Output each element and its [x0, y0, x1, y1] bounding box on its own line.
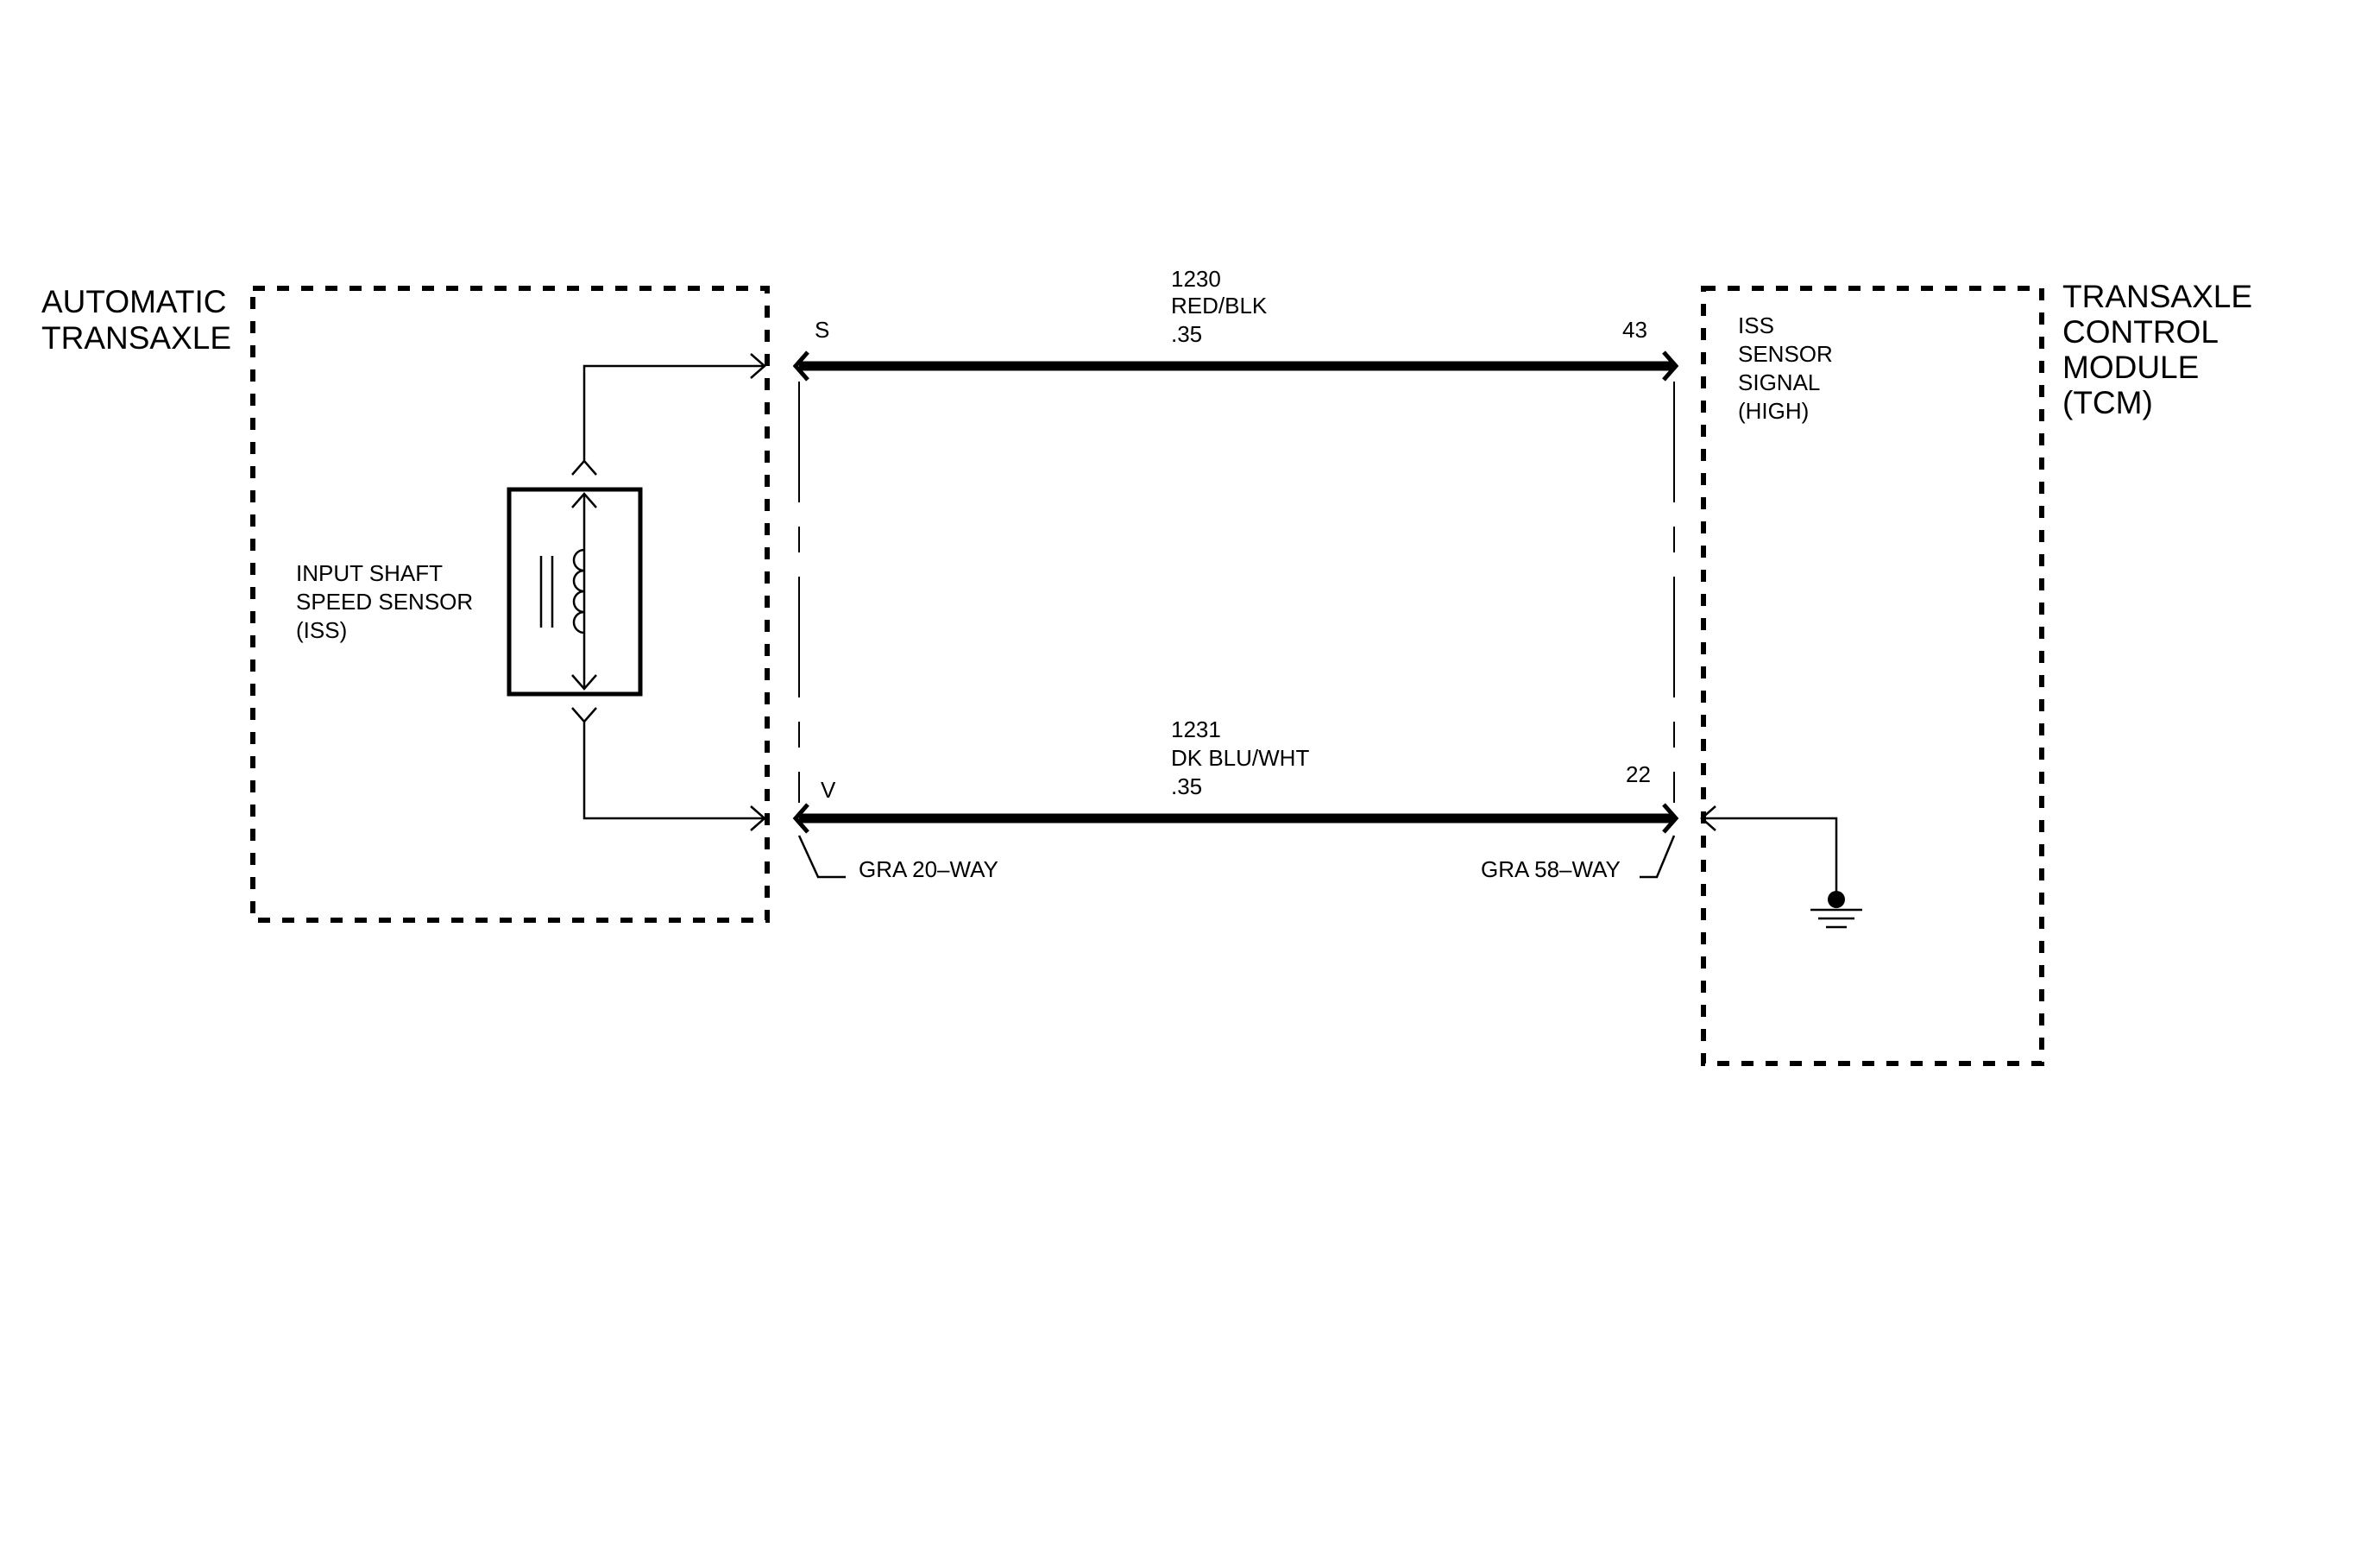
- wire-1230-circuit: 1230: [1171, 266, 1221, 292]
- right-connector-leader: [1640, 835, 1676, 879]
- automatic-transaxle-label-line-1: AUTOMATIC: [41, 284, 226, 319]
- wire-1230-color: RED/BLK: [1171, 293, 1268, 319]
- wire-1230: S 1230 RED/BLK .35 43: [799, 266, 1673, 371]
- tcm-module: TRANSAXLE CONTROL MODULE (TCM) ISS SENSO…: [1700, 279, 2252, 1066]
- coil-icon: [571, 492, 597, 691]
- wire-1231-color: DK BLU/WHT: [1171, 745, 1309, 771]
- sensor-body: [507, 487, 643, 697]
- right-connector-pin-43-icon: [1662, 350, 1679, 382]
- tcm-pin-function-line-1: ISS: [1738, 312, 1774, 338]
- right-connector-pin-22-icon: [1662, 803, 1679, 834]
- sensor-top-terminal-icon: [571, 459, 597, 476]
- wire-1230-right-pin: 43: [1622, 317, 1647, 343]
- right-connector: GRA 58–WAY: [1481, 350, 1679, 882]
- tcm-internal-lead: [1703, 817, 1838, 898]
- automatic-transaxle-module: AUTOMATIC TRANSAXLE: [41, 284, 770, 923]
- wire-1231-left-pin: V: [821, 777, 836, 803]
- wire-1231-right-pin: 22: [1626, 761, 1651, 787]
- tcm-input-arrow-icon: [1700, 805, 1716, 831]
- left-connector-pin-v-icon: [792, 803, 809, 834]
- wire-1230-left-pin: S: [815, 317, 829, 343]
- tcm-label-line-4: (TCM): [2062, 385, 2153, 420]
- sensor-bottom-lead: [582, 722, 763, 820]
- wire-1230-gauge: .35: [1171, 321, 1202, 347]
- ground-icon: [1810, 891, 1862, 929]
- iss-label-line-2: SPEED SENSOR: [296, 589, 473, 615]
- left-connector: GRA 20–WAY: [792, 350, 998, 882]
- tcm-label-line-3: MODULE: [2062, 350, 2199, 385]
- left-connector-leader: [797, 835, 846, 879]
- left-connector-label: GRA 20–WAY: [859, 856, 998, 882]
- wire-1231-gauge: .35: [1171, 773, 1202, 799]
- sensor-top-lead: [582, 364, 763, 461]
- input-shaft-speed-sensor: INPUT SHAFT SPEED SENSOR (ISS): [296, 353, 766, 831]
- lead-arrow-top-icon: [750, 353, 766, 379]
- tcm-pin-function-line-2: SENSOR: [1738, 341, 1833, 367]
- tcm-label-line-1: TRANSAXLE: [2062, 279, 2252, 314]
- tcm-pin-function-line-3: SIGNAL: [1738, 369, 1820, 395]
- automatic-transaxle-boundary: [250, 286, 770, 923]
- automatic-transaxle-label-line-2: TRANSAXLE: [41, 320, 231, 356]
- tcm-label-line-2: CONTROL: [2062, 314, 2219, 350]
- tcm-boundary: [1701, 286, 2044, 1066]
- sensor-bottom-terminal-icon: [571, 707, 597, 723]
- wire-1231-circuit: 1231: [1171, 716, 1221, 742]
- tcm-pin-function-line-4: (HIGH): [1738, 398, 1809, 424]
- wire-1231: V 1231 DK BLU/WHT .35 22: [799, 716, 1673, 824]
- right-connector-label: GRA 58–WAY: [1481, 856, 1621, 882]
- lead-arrow-bottom-icon: [750, 805, 766, 831]
- left-connector-pin-s-icon: [792, 350, 809, 382]
- iss-label-line-3: (ISS): [296, 617, 347, 643]
- iss-label-line-1: INPUT SHAFT: [296, 560, 443, 586]
